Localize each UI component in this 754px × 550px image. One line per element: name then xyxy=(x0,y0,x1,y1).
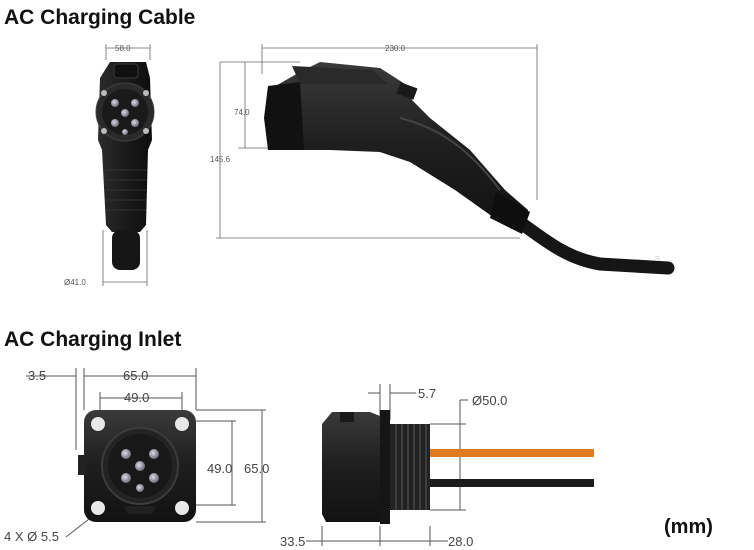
unit-label: (mm) xyxy=(664,516,713,538)
cable-front-view: 58.0 Ø41.0 xyxy=(64,44,155,287)
cable-head-height-label: 74.0 xyxy=(234,108,250,117)
inlet-front-view: 3.5 65.0 49.0 49.0 65.0 4 X Ø 5.5 xyxy=(4,368,269,544)
inlet-outer-width-label: 65.0 xyxy=(123,368,148,383)
inlet-rear-depth-label: 28.0 xyxy=(448,534,473,549)
inlet-holes-label: 4 X Ø 5.5 xyxy=(4,529,59,544)
inlet-offset-label: 3.5 xyxy=(28,368,46,383)
cable-length-label: 230.0 xyxy=(385,44,406,53)
inlet-inner-height-label: 49.0 xyxy=(207,461,232,476)
inlet-section-title: AC Charging Inlet xyxy=(4,328,182,351)
cable-section-title: AC Charging Cable xyxy=(4,6,196,29)
cable-width-label: 58.0 xyxy=(115,44,131,53)
inlet-outer-height-label: 65.0 xyxy=(244,461,269,476)
cable-side-view: 230.0 74.0 145.6 B xyxy=(210,44,675,275)
inlet-flange-label: 5.7 xyxy=(418,386,436,401)
inlet-front-depth-label: 33.5 xyxy=(280,534,305,549)
inlet-thread-diameter-label: Ø50.0 xyxy=(472,393,507,408)
cable-diameter-label: Ø41.0 xyxy=(64,278,86,287)
cable-mark-label: B xyxy=(655,256,660,263)
inlet-inner-width-label: 49.0 xyxy=(124,390,149,405)
inlet-side-view: 5.7 Ø50.0 33.5 28.0 xyxy=(280,384,594,549)
cable-total-height-label: 145.6 xyxy=(210,155,231,164)
